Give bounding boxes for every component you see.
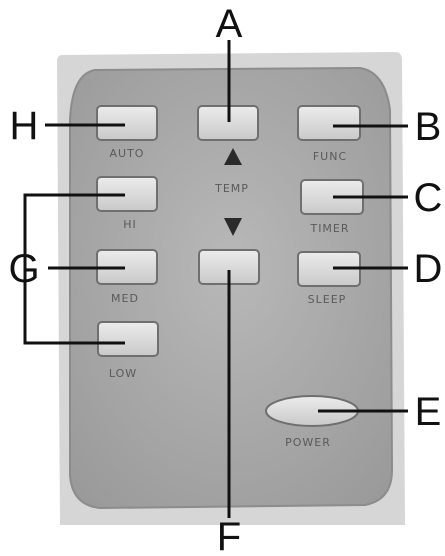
callout-f: F (217, 515, 241, 556)
triangle-up-icon (224, 148, 242, 165)
callout-h: H (10, 104, 39, 148)
timer-label: TIMER (309, 222, 349, 235)
hi-button[interactable]: HI (96, 176, 158, 231)
callout-b: B (415, 105, 442, 149)
med-label: MED (111, 292, 139, 305)
callout-e: E (415, 390, 442, 434)
callout-lines (23, 40, 408, 518)
callout-c: C (414, 176, 443, 220)
low-button[interactable]: LOW (97, 321, 159, 380)
temp-label: TEMP (214, 182, 249, 195)
power-label: POWER (285, 436, 331, 449)
callout-line-g (23, 193, 125, 345)
func-button[interactable]: FUNC (297, 105, 361, 163)
power-button[interactable]: POWER (265, 395, 359, 449)
callout-d: D (414, 247, 443, 291)
hi-label: HI (123, 218, 137, 231)
timer-button[interactable]: TIMER (300, 179, 364, 235)
callout-a: A (216, 2, 243, 46)
auto-button[interactable]: AUTO (96, 105, 158, 160)
med-button[interactable]: MED (96, 249, 158, 305)
sleep-label: SLEEP (308, 293, 347, 306)
triangle-down-icon (224, 218, 242, 236)
func-label: FUNC (313, 150, 347, 163)
auto-label: AUTO (110, 147, 145, 160)
callout-g: G (8, 247, 39, 291)
low-label: LOW (109, 367, 137, 380)
